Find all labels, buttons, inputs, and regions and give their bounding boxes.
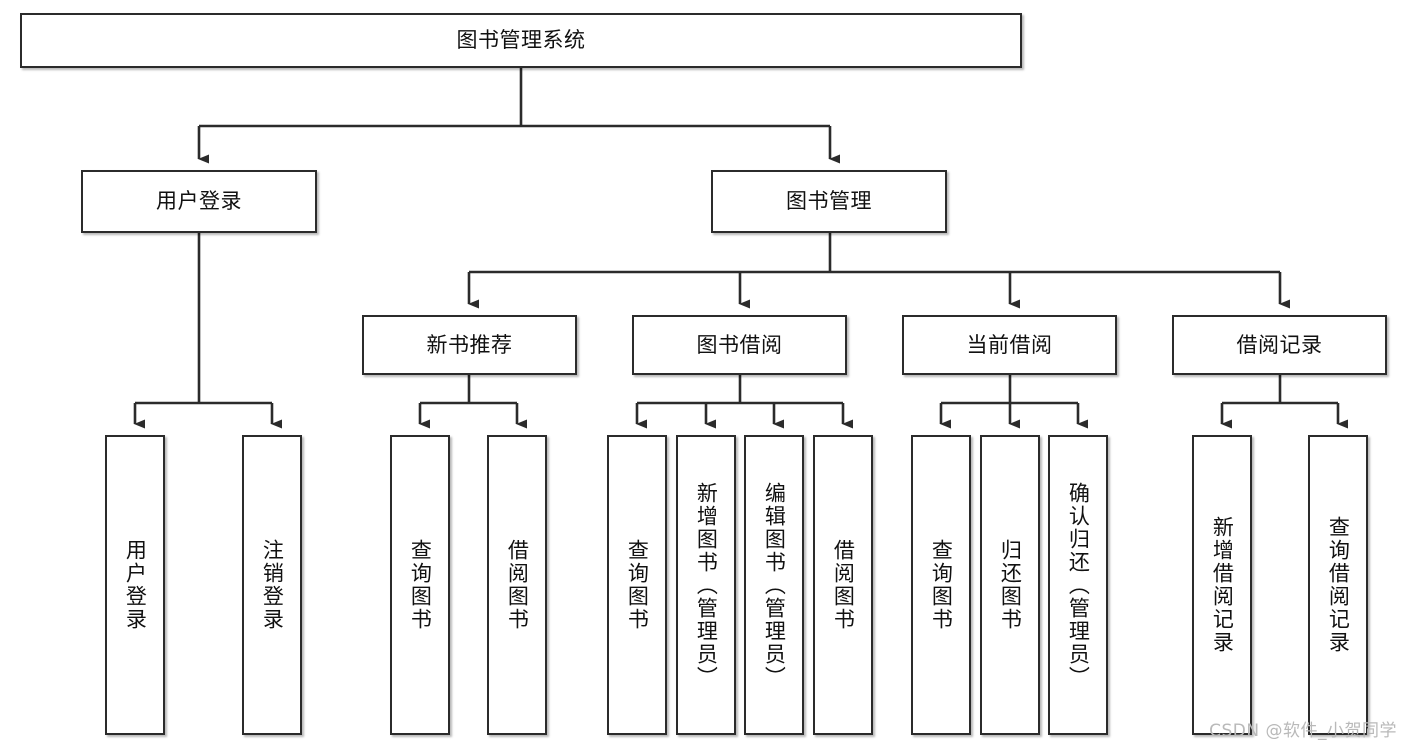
leaf-borrow-query-book-label: 查询图书 (625, 539, 650, 631)
leaf-current-query-book[interactable]: 查询图书 (911, 435, 971, 735)
leaf-newbook-query-book[interactable]: 查询图书 (390, 435, 450, 735)
node-new-book-recommend-label: 新书推荐 (426, 332, 513, 357)
leaf-logout-label: 注销登录 (260, 539, 285, 631)
leaf-record-query-record[interactable]: 查询借阅记录 (1308, 435, 1368, 735)
leaf-current-return-book-label: 归还图书 (998, 539, 1023, 631)
node-new-book-recommend[interactable]: 新书推荐 (362, 315, 577, 375)
leaf-user-login[interactable]: 用户登录 (105, 435, 165, 735)
leaf-borrow-borrow-book-label: 借阅图书 (831, 539, 856, 631)
leaf-borrow-add-book[interactable]: 新增图书（管理员） (676, 435, 736, 735)
leaf-borrow-borrow-book[interactable]: 借阅图书 (813, 435, 873, 735)
leaf-borrow-edit-book-label: 编辑图书（管理员） (762, 481, 787, 689)
leaf-newbook-borrow-book[interactable]: 借阅图书 (487, 435, 547, 735)
leaf-record-add-record[interactable]: 新增借阅记录 (1192, 435, 1252, 735)
leaf-borrow-query-book[interactable]: 查询图书 (607, 435, 667, 735)
leaf-borrow-edit-book[interactable]: 编辑图书（管理员） (744, 435, 804, 735)
leaf-logout[interactable]: 注销登录 (242, 435, 302, 735)
node-user-login-label: 用户登录 (156, 189, 242, 214)
node-root[interactable]: 图书管理系统 (20, 13, 1022, 68)
leaf-record-add-record-label: 新增借阅记录 (1210, 516, 1235, 654)
leaf-newbook-borrow-book-label: 借阅图书 (505, 539, 530, 631)
leaf-record-query-record-label: 查询借阅记录 (1326, 516, 1351, 654)
leaf-current-query-book-label: 查询图书 (929, 539, 954, 631)
node-current-borrow[interactable]: 当前借阅 (902, 315, 1117, 375)
node-book-borrow[interactable]: 图书借阅 (632, 315, 847, 375)
node-borrow-record[interactable]: 借阅记录 (1172, 315, 1387, 375)
watermark-text: CSDN @软件_小贺同学 (1209, 721, 1397, 741)
leaf-current-return-book[interactable]: 归还图书 (980, 435, 1040, 735)
node-book-management[interactable]: 图书管理 (711, 170, 947, 233)
leaf-newbook-query-book-label: 查询图书 (408, 539, 433, 631)
leaf-borrow-add-book-label: 新增图书（管理员） (694, 481, 719, 689)
node-user-login[interactable]: 用户登录 (81, 170, 317, 233)
leaf-current-confirm-return-label: 确认归还（管理员） (1066, 481, 1091, 689)
node-current-borrow-label: 当前借阅 (966, 332, 1053, 357)
leaf-user-login-label: 用户登录 (123, 539, 148, 631)
node-borrow-record-label: 借阅记录 (1236, 332, 1323, 357)
node-book-borrow-label: 图书借阅 (696, 332, 783, 357)
node-book-management-label: 图书管理 (786, 189, 872, 214)
leaf-current-confirm-return[interactable]: 确认归还（管理员） (1048, 435, 1108, 735)
node-root-label: 图书管理系统 (456, 28, 586, 53)
